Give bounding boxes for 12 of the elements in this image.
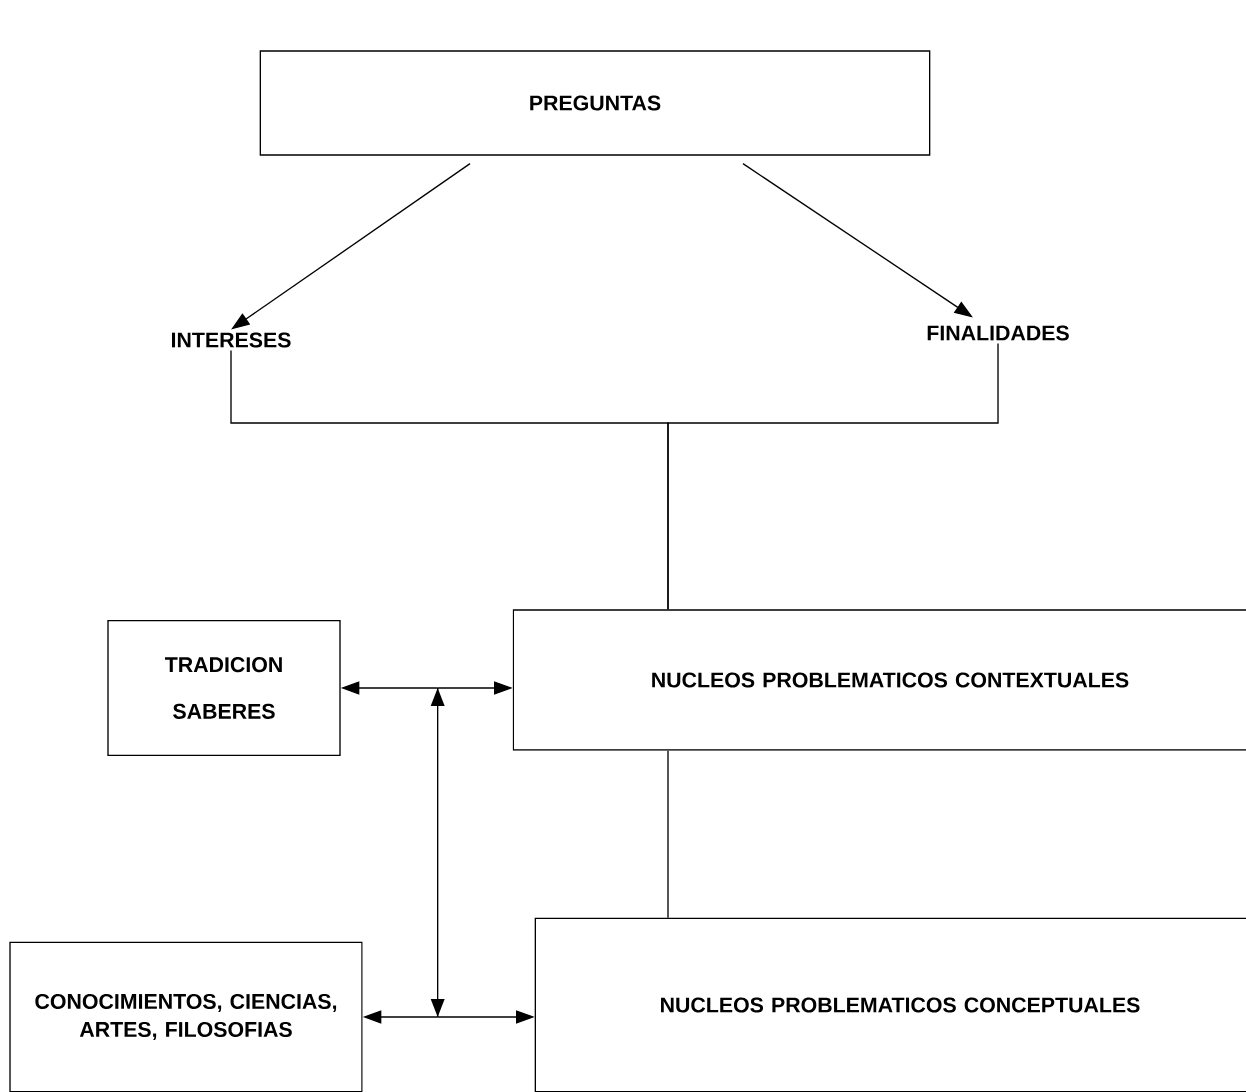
arrow: [742, 163, 973, 318]
connector-line: [667, 750, 669, 919]
node-label: INTERESES: [171, 332, 291, 348]
node-label: FINALIDADES: [927, 325, 1069, 341]
process-box: CONOCIMIENTOS, CIENCIAS, ARTES, FILOSOFIAS: [9, 941, 363, 1092]
process-box: NUCLEOS PROBLEMATICOS CONCEPTUALES: [534, 917, 1246, 1092]
connector-line: [667, 342, 999, 610]
process-box: NUCLEOS PROBLEMATICOS CONTEXTUALES: [512, 609, 1246, 751]
arrow: [231, 163, 471, 330]
process-box: TRADICION SABERES: [107, 620, 341, 756]
process-box: PREGUNTAS: [259, 50, 931, 156]
arrow: [430, 687, 445, 1018]
